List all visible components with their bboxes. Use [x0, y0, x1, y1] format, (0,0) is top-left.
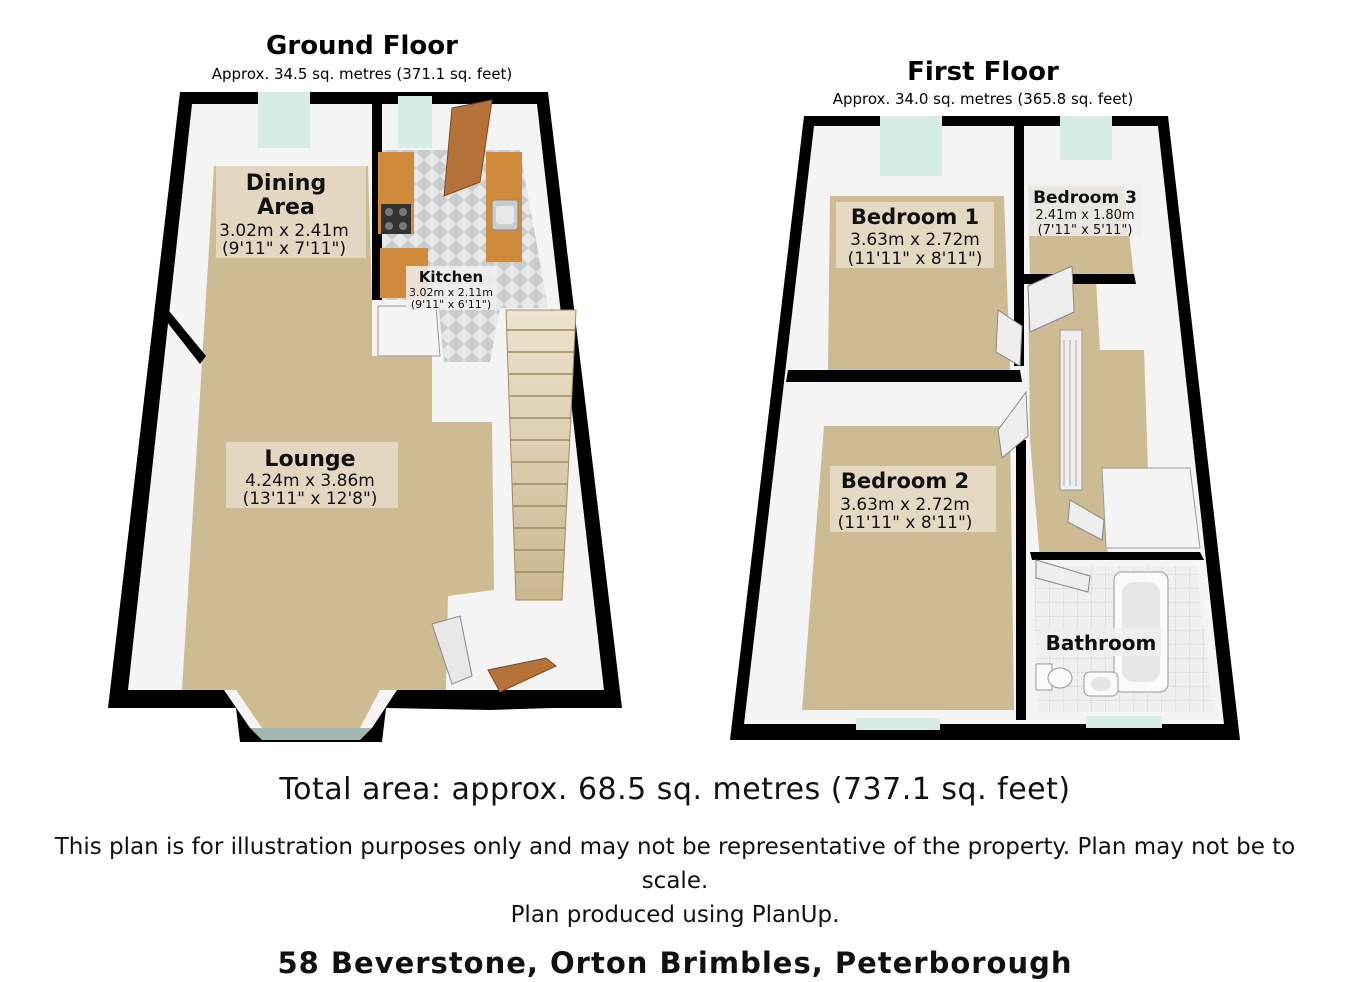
kitchen-label: Kitchen 3.02m x 2.11m (9'11" x 6'11") [406, 266, 496, 311]
floor-plan-drawing: Ground Floor Approx. 34.5 sq. metres (37… [108, 31, 1240, 742]
dining-area-label: Dining Area 3.02m x 2.41m (9'11" x 7'11"… [216, 166, 366, 259]
basin-icon [1083, 671, 1119, 697]
staircase [505, 309, 577, 601]
kitchen-window [398, 96, 432, 148]
landing-floor [1028, 280, 1148, 560]
kitchen-door [443, 99, 493, 197]
cupboard-door [1067, 499, 1105, 541]
bedroom-3-imperial: (7'11" x 5'11") [1038, 223, 1133, 238]
lounge-label: Lounge 4.24m x 3.86m (13'11" x 12'8") [226, 442, 398, 509]
ground-floor-area: Approx. 34.5 sq. metres (371.1 sq. feet) [212, 65, 513, 83]
hall-door [431, 615, 473, 685]
first-floor-plan: Bedroom 1 3.63m x 2.72m (11'11" x 8'11")… [730, 116, 1240, 740]
kitchen-imperial: (9'11" x 6'11") [411, 298, 491, 311]
dining-window [258, 92, 310, 148]
bedroom-1-window [880, 116, 942, 176]
bath-top-wall [1030, 552, 1204, 560]
ground-floor-title: Ground Floor [266, 31, 458, 61]
understair-cupboard [377, 305, 441, 357]
bedroom-1-imperial: (11'11" x 8'11") [848, 249, 983, 269]
produced-by: Plan produced using PlanUp. [510, 902, 840, 928]
hob-icon [381, 204, 411, 234]
bedroom-1-metric: 3.63m x 2.72m [850, 230, 980, 250]
ground-floor-plan: Dining Area 3.02m x 2.41m (9'11" x 7'11"… [108, 92, 622, 742]
kitchen-name: Kitchen [419, 268, 483, 286]
bedroom-2-door [997, 390, 1029, 459]
bedroom-3-metric: 2.41m x 1.80m [1035, 208, 1134, 223]
bathroom-window [1086, 716, 1162, 728]
lounge-name: Lounge [264, 447, 355, 472]
disclaimer-text: This plan is for illustration purposes o… [40, 830, 1310, 932]
wall-bed1-bed3 [1014, 116, 1024, 366]
bedroom-2-label: Bedroom 2 3.63m x 2.72m (11'11" x 8'11") [830, 466, 996, 533]
stair-balustrade [1059, 329, 1083, 491]
dining-area-name: Dining [246, 171, 326, 196]
bathroom-door [1035, 559, 1091, 593]
wall-bed2-bath [1016, 440, 1026, 720]
lounge-metric: 4.24m x 3.86m [245, 471, 375, 491]
bedroom-3-window [1060, 116, 1112, 160]
bedroom-1-label: Bedroom 1 3.63m x 2.72m (11'11" x 8'11") [836, 202, 994, 269]
bedroom-1-door [995, 309, 1023, 367]
dining-area-metric: 3.02m x 2.41m [219, 221, 349, 241]
sink-icon [491, 199, 519, 231]
bedroom-3-label: Bedroom 3 2.41m x 1.80m (7'11" x 5'11") [1028, 184, 1142, 238]
disclaimer-line: This plan is for illustration purposes o… [54, 834, 1296, 894]
toilet-icon [1035, 663, 1073, 691]
wall-bed1-bed2 [786, 370, 1022, 382]
bedroom-1-name: Bedroom 1 [851, 205, 979, 229]
bedroom-3-name: Bedroom 3 [1033, 188, 1137, 208]
bedroom-2-name: Bedroom 2 [841, 469, 969, 493]
bedroom-3-door [1027, 265, 1075, 333]
front-door [487, 657, 557, 693]
property-address: 58 Beverstone, Orton Brimbles, Peterboro… [277, 946, 1073, 980]
kitchen-metric: 3.02m x 2.11m [409, 286, 493, 299]
bathroom-name: Bathroom [1046, 631, 1157, 655]
bedroom-2-metric: 3.63m x 2.72m [840, 495, 970, 515]
lounge-side-return [156, 300, 206, 364]
bedroom-2-window [856, 718, 940, 730]
dining-area-name-line2: Area [257, 195, 315, 220]
airing-cupboard [1101, 467, 1201, 549]
bedroom-2-imperial: (11'11" x 8'11") [838, 513, 973, 533]
first-floor-title: First Floor [907, 57, 1059, 87]
bay-window [250, 728, 372, 740]
lounge-imperial: (13'11" x 12'8") [243, 489, 378, 509]
bathroom-label: Bathroom [1040, 628, 1162, 656]
total-area: Total area: approx. 68.5 sq. metres (737… [279, 772, 1071, 807]
dining-area-imperial: (9'11" x 7'11") [222, 239, 346, 259]
first-floor-area: Approx. 34.0 sq. metres (365.8 sq. feet) [833, 90, 1134, 108]
